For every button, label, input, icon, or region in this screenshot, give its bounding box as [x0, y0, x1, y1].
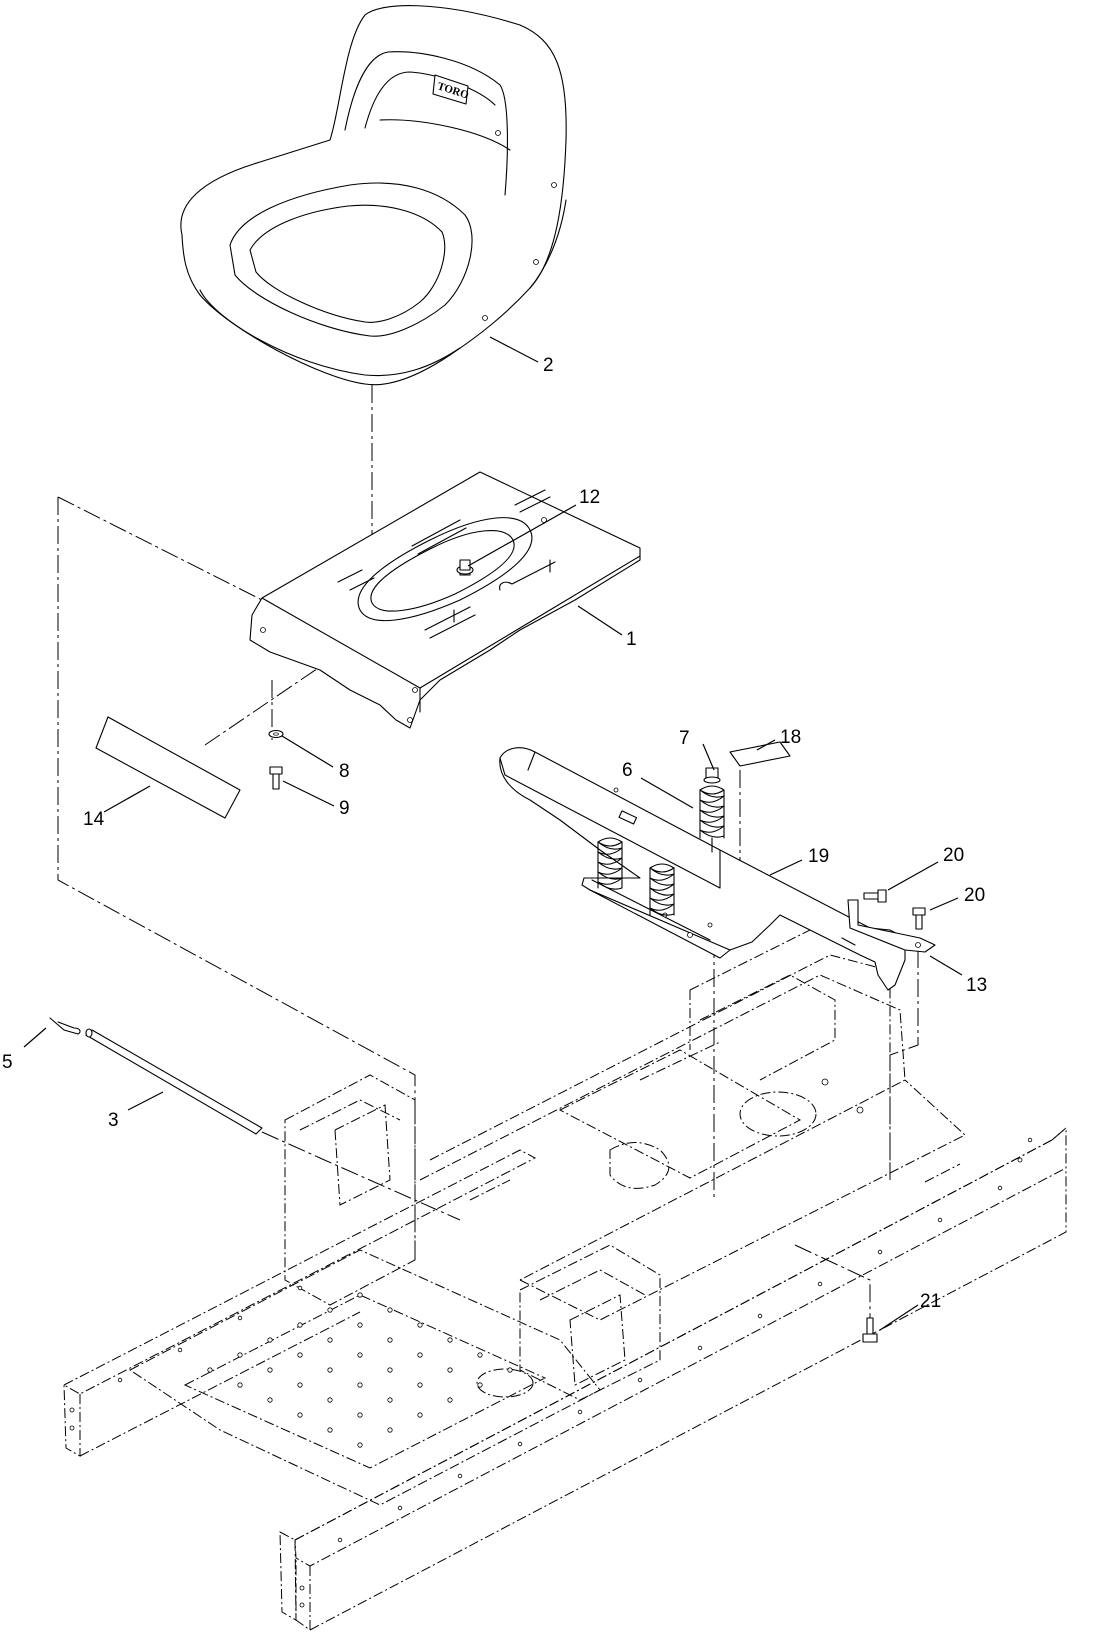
spring-right: [699, 785, 725, 853]
bracket-bolt-vertical: [912, 907, 926, 930]
frame-bolt: [862, 1317, 878, 1343]
small-decal: [729, 741, 791, 767]
spring-nut: [703, 767, 721, 784]
callout-5: 5: [2, 1052, 13, 1073]
pivot-rod: [85, 1028, 263, 1135]
decal: [95, 716, 241, 819]
suspension-arm: [499, 747, 906, 991]
bolt: [269, 766, 283, 790]
callout-6: 6: [622, 760, 633, 781]
callout-labels: 2 12 1 8 9 14 7 18 6 19 20 20 13 5 3 21: [2, 355, 987, 1312]
toro-logo-plate: [432, 74, 469, 105]
callout-21: 21: [920, 1291, 941, 1312]
bracket-bolt-horizontal: [863, 889, 887, 903]
hairpin-cotter: [49, 1017, 81, 1035]
callout-8: 8: [339, 761, 350, 782]
spring-center: [649, 863, 675, 916]
callout-7: 7: [679, 728, 690, 749]
mower-frame: [62, 924, 1067, 1631]
washer: [268, 729, 284, 739]
spring-left: [597, 837, 623, 890]
callout-14: 14: [83, 809, 105, 830]
seat: TORO: [180, 5, 567, 386]
callout-13: 13: [966, 975, 987, 996]
leader-lines: [23, 336, 963, 1331]
bracket: [847, 899, 936, 953]
floor-hole-pattern: [207, 1292, 513, 1448]
callout-20-lower: 20: [964, 885, 985, 906]
callout-18: 18: [780, 727, 801, 748]
callout-2: 2: [543, 355, 554, 376]
callout-3: 3: [108, 1110, 119, 1131]
callout-20-upper: 20: [943, 845, 964, 866]
seat-mounting-plate: [249, 471, 641, 729]
callout-1: 1: [626, 629, 637, 650]
rail-holes: [69, 1078, 1033, 1608]
callout-12: 12: [579, 487, 600, 508]
callout-19: 19: [808, 846, 829, 867]
callout-9: 9: [339, 798, 350, 819]
